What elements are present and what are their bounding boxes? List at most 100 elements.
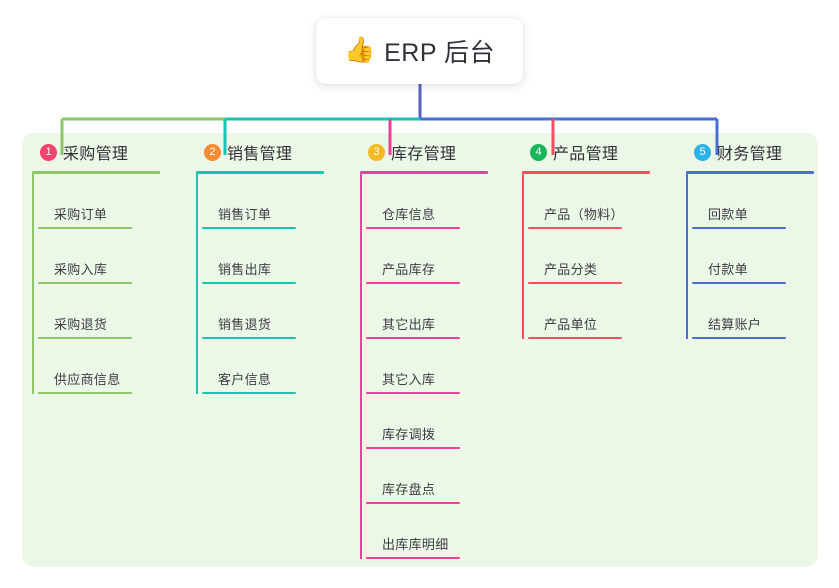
- category-header[interactable]: 2 销售管理: [196, 133, 356, 171]
- category-column: 3 库存管理仓库信息产品库存其它出库其它入库库存调拨库存盘点出库库明细: [360, 133, 520, 559]
- category-number-badge: 5: [694, 143, 711, 161]
- item-underline: [202, 392, 296, 394]
- list-item[interactable]: 销售退货: [196, 284, 356, 339]
- content-panel: [22, 133, 818, 567]
- item-underline: [202, 337, 296, 339]
- item-connector: [686, 229, 688, 284]
- list-item[interactable]: 结算账户: [686, 284, 839, 339]
- list-item[interactable]: 销售订单: [196, 174, 356, 229]
- category-number-badge: 1: [40, 143, 57, 161]
- item-connector: [360, 284, 362, 339]
- item-connector: [196, 229, 198, 284]
- item-connector: [360, 174, 362, 229]
- list-item-label: 库存盘点: [382, 482, 436, 497]
- category-underline: [360, 171, 488, 174]
- item-connector: [32, 284, 34, 339]
- item-connector: [522, 284, 524, 339]
- list-item[interactable]: 出库库明细: [360, 504, 520, 559]
- item-connector: [360, 339, 362, 394]
- item-underline: [38, 392, 132, 394]
- category-underline: [32, 171, 160, 174]
- category-title: 库存管理: [391, 146, 457, 163]
- category-header[interactable]: 3 库存管理: [360, 133, 520, 171]
- item-connector: [196, 339, 198, 394]
- list-item-label: 销售订单: [218, 207, 272, 222]
- list-item[interactable]: 产品（物料）: [522, 174, 682, 229]
- category-number-badge: 3: [368, 143, 385, 161]
- category-number-badge: 2: [204, 143, 221, 161]
- item-underline: [38, 227, 132, 229]
- list-item-label: 其它入库: [382, 372, 436, 387]
- category-columns: 1 采购管理采购订单采购入库采购退货供应商信息 2 销售管理销售订单销售出库销售退货客…: [22, 133, 818, 567]
- item-underline: [692, 282, 786, 284]
- list-item-label: 产品（物料）: [544, 207, 624, 222]
- list-item-label: 库存调拨: [382, 427, 436, 442]
- list-item[interactable]: 采购退货: [32, 284, 192, 339]
- list-item[interactable]: 产品分类: [522, 229, 682, 284]
- item-connector: [522, 229, 524, 284]
- item-connector: [686, 284, 688, 339]
- list-item-label: 供应商信息: [54, 372, 121, 387]
- list-item[interactable]: 回款单: [686, 174, 839, 229]
- list-item[interactable]: 采购入库: [32, 229, 192, 284]
- list-item-label: 销售退货: [218, 317, 272, 332]
- category-item-list: 采购订单采购入库采购退货供应商信息: [32, 174, 192, 394]
- category-title: 销售管理: [227, 146, 293, 163]
- list-item-label: 回款单: [708, 207, 748, 222]
- category-item-list: 产品（物料） 产品分类产品单位: [522, 174, 682, 339]
- root-node[interactable]: 👍 ERP 后台: [316, 18, 523, 84]
- list-item-label: 采购入库: [54, 262, 108, 277]
- list-item-label: 产品库存: [382, 262, 436, 277]
- list-item[interactable]: 仓库信息: [360, 174, 520, 229]
- list-item[interactable]: 产品库存: [360, 229, 520, 284]
- item-connector: [196, 174, 198, 229]
- category-header[interactable]: 1 采购管理: [32, 133, 192, 171]
- list-item[interactable]: 其它入库: [360, 339, 520, 394]
- thumbs-up-icon: 👍: [343, 35, 376, 64]
- list-item[interactable]: 采购订单: [32, 174, 192, 229]
- item-underline: [366, 392, 460, 394]
- item-connector: [360, 394, 362, 449]
- item-underline: [366, 447, 460, 449]
- item-connector: [522, 174, 524, 229]
- list-item[interactable]: 客户信息: [196, 339, 356, 394]
- list-item[interactable]: 销售出库: [196, 229, 356, 284]
- item-underline: [528, 282, 622, 284]
- list-item[interactable]: 付款单: [686, 229, 839, 284]
- category-underline: [522, 171, 650, 174]
- category-number-badge: 4: [530, 143, 547, 161]
- list-item-label: 仓库信息: [382, 207, 436, 222]
- category-item-list: 销售订单销售出库销售退货客户信息: [196, 174, 356, 394]
- list-item-label: 付款单: [708, 262, 748, 277]
- list-item-label: 其它出库: [382, 317, 436, 332]
- item-connector: [686, 174, 688, 229]
- item-connector: [196, 284, 198, 339]
- list-item[interactable]: 供应商信息: [32, 339, 192, 394]
- category-column: 1 采购管理采购订单采购入库采购退货供应商信息: [32, 133, 192, 394]
- item-connector: [32, 174, 34, 229]
- list-item-label: 客户信息: [218, 372, 272, 387]
- item-underline: [366, 557, 460, 559]
- category-column: 2 销售管理销售订单销售出库销售退货客户信息: [196, 133, 356, 394]
- list-item[interactable]: 库存调拨: [360, 394, 520, 449]
- item-underline: [366, 282, 460, 284]
- item-underline: [692, 227, 786, 229]
- item-underline: [202, 282, 296, 284]
- list-item-label: 产品分类: [544, 262, 598, 277]
- list-item-label: 产品单位: [544, 317, 598, 332]
- item-underline: [528, 227, 622, 229]
- list-item[interactable]: 其它出库: [360, 284, 520, 339]
- item-connector: [32, 229, 34, 284]
- list-item[interactable]: 库存盘点: [360, 449, 520, 504]
- item-connector: [360, 504, 362, 559]
- item-underline: [38, 337, 132, 339]
- list-item[interactable]: 产品单位: [522, 284, 682, 339]
- item-underline: [202, 227, 296, 229]
- category-title: 采购管理: [63, 146, 129, 163]
- category-item-list: 仓库信息产品库存其它出库其它入库库存调拨库存盘点出库库明细: [360, 174, 520, 559]
